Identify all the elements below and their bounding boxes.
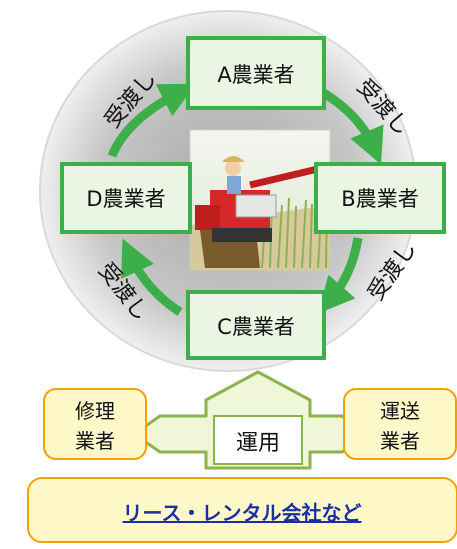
farmer-d-label: D農業者	[86, 187, 165, 211]
arrow-c-to-d	[121, 238, 183, 316]
farmer-b-box: B農業者	[314, 162, 446, 234]
transport-provider-box: 運送 業者	[343, 388, 457, 460]
farmer-d-box: D農業者	[60, 162, 192, 234]
cycle-arrows	[107, 83, 384, 316]
farmer-b-label: B農業者	[341, 187, 418, 211]
farmer-a-label: A農業者	[217, 63, 294, 87]
operation-arrow: 運用	[132, 370, 370, 470]
lease-company-box: リース・レンタル会社など	[27, 477, 457, 543]
arrow-d-to-a	[107, 83, 196, 158]
transport-line1: 運送	[380, 399, 420, 423]
lease-company-label: リース・レンタル会社など	[123, 501, 362, 525]
farmer-c-box: C農業者	[186, 290, 326, 360]
repair-provider-box: 修理 業者	[43, 388, 147, 460]
repair-line2: 業者	[75, 429, 115, 453]
farmer-a-box: A農業者	[186, 36, 326, 110]
arrow-b-to-c	[318, 237, 363, 314]
transport-line2: 業者	[380, 429, 420, 453]
repair-line1: 修理	[75, 399, 115, 423]
operation-label: 運用	[236, 431, 280, 456]
combine-harvester-illustration	[189, 129, 331, 271]
arrow-a-to-b	[319, 88, 384, 165]
farmer-c-label: C農業者	[217, 315, 295, 339]
